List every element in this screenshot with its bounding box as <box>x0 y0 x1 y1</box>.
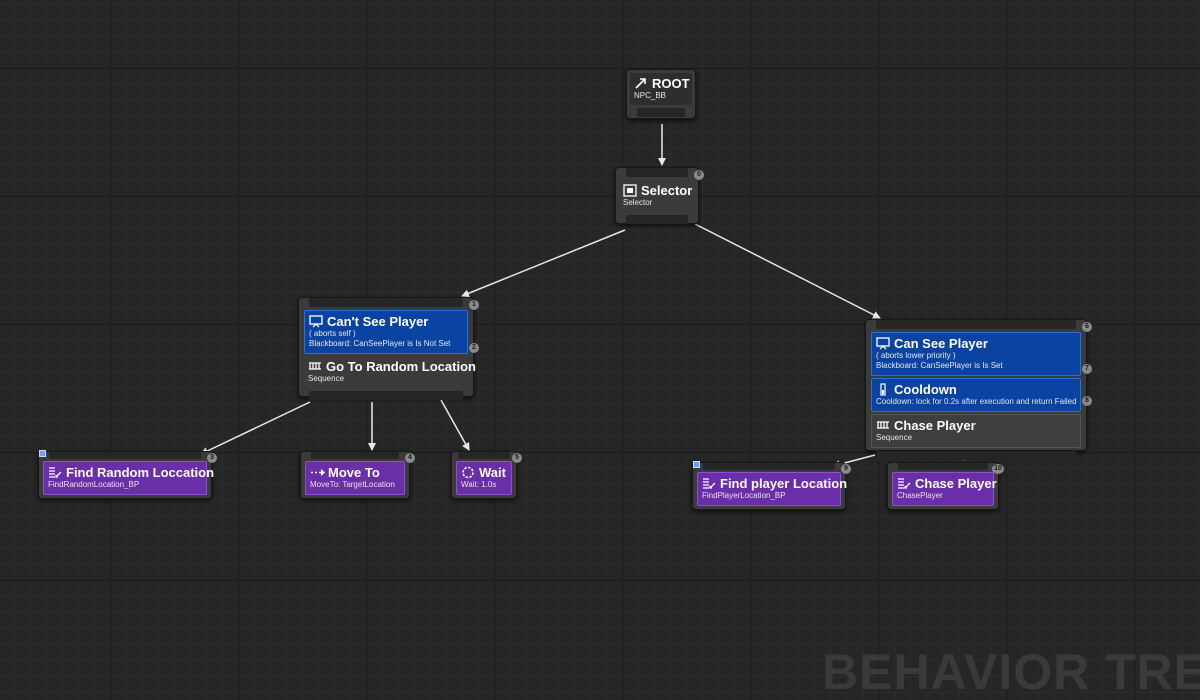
move-to-subtitle: MoveTo: TargetLocation <box>310 480 395 489</box>
selector-output-pin[interactable] <box>626 215 688 224</box>
right-output-pin[interactable] <box>876 451 1076 460</box>
task-list-icon <box>702 477 716 490</box>
wait-title: Wait <box>479 465 506 480</box>
monitor-icon <box>309 315 323 328</box>
root-node[interactable]: ROOT NPC_BB <box>626 69 696 119</box>
wait-subtitle: Wait: 1.0s <box>461 480 497 489</box>
wire-left-find-random <box>200 401 311 455</box>
behavior-tree-watermark: BEHAVIOR TREE <box>822 644 1200 700</box>
sequence-icon <box>308 360 322 373</box>
wire-left-wait <box>440 399 470 451</box>
find-player-subtitle: FindPlayerLocation_BP <box>702 491 786 500</box>
breakpoint-flag <box>693 461 700 468</box>
go-to-random-location-subtitle: Sequence <box>308 374 345 383</box>
right-input-pin[interactable] <box>876 320 1076 329</box>
chase-player-task[interactable]: 10 Chase Player ChasePlayer <box>887 462 1004 510</box>
move-to-input-pin[interactable] <box>311 452 399 459</box>
chase-player-title: Chase Player <box>915 476 997 491</box>
root-subtitle: NPC_BB <box>634 91 667 100</box>
chase-player-index-badge: 10 <box>992 464 1004 474</box>
connection-wires <box>200 124 968 469</box>
can-see-player-index-badge: 7 <box>1082 364 1092 374</box>
move-to-index-badge: 4 <box>405 453 415 463</box>
find-player-input-pin[interactable] <box>703 463 835 470</box>
go-to-random-location-node[interactable]: 1 Can't See Player ( aborts self ) Black… <box>298 297 479 400</box>
selector-title: Selector <box>641 183 693 198</box>
can-see-player-condition: Blackboard: CanSeePlayer is Is Set <box>876 361 1003 370</box>
left-index-badge: 1 <box>469 300 479 310</box>
find-random-input-pin[interactable] <box>49 452 201 459</box>
task-list-icon <box>48 466 62 479</box>
left-output-pin[interactable] <box>309 391 463 400</box>
selector-node[interactable]: 0 Selector Selector <box>615 167 704 224</box>
right-index-badge: 6 <box>1082 322 1092 332</box>
cooldown-index-badge: 8 <box>1082 396 1092 406</box>
can-see-player-title: Can See Player <box>894 336 988 351</box>
selector-icon <box>623 184 637 197</box>
task-list-icon <box>897 477 911 490</box>
cooldown-title: Cooldown <box>894 382 957 397</box>
wait-spinner-icon <box>461 466 475 479</box>
monitor-icon <box>876 337 890 350</box>
cant-see-player-decorator[interactable]: Can't See Player ( aborts self ) Blackbo… <box>304 310 468 354</box>
cooldown-subtitle: Cooldown: lock for 0.2s after execution … <box>876 397 1077 406</box>
move-to-title: Move To <box>328 465 380 480</box>
find-random-subtitle: FindRandomLocation_BP <box>48 480 140 489</box>
chase-player-input-pin[interactable] <box>898 463 988 470</box>
cant-see-player-title: Can't See Player <box>327 314 429 329</box>
go-to-random-location-title: Go To Random Location <box>326 359 476 374</box>
selector-subtitle: Selector <box>623 198 653 207</box>
root-arrow-icon <box>634 77 648 90</box>
cooldown-icon <box>876 383 890 396</box>
selector-input-pin[interactable] <box>626 168 688 177</box>
cooldown-decorator[interactable]: Cooldown Cooldown: lock for 0.2s after e… <box>871 378 1081 412</box>
wait-task[interactable]: 5 Wait Wait: 1.0s <box>451 451 522 499</box>
find-random-location-task[interactable]: 3 Find Random Loccation FindRandomLocati… <box>38 450 217 499</box>
cant-see-player-aborts: ( aborts self ) <box>309 329 356 338</box>
can-see-player-aborts: ( aborts lower priority ) <box>876 351 956 360</box>
root-title: ROOT <box>652 76 690 91</box>
chase-player-sequence-subtitle: Sequence <box>876 433 913 442</box>
move-arrow-icon <box>310 466 325 479</box>
find-player-title: Find player Location <box>720 476 848 491</box>
can-see-player-decorator[interactable]: Can See Player ( aborts lower priority )… <box>871 332 1081 376</box>
find-player-location-task[interactable]: 9 Find player Location FindPlayerLocatio… <box>692 461 851 510</box>
sequence-icon <box>876 419 890 432</box>
chase-player-sequence-node[interactable]: 6 Can See Player ( aborts lower priority… <box>865 319 1092 460</box>
left-input-pin[interactable] <box>309 298 463 307</box>
find-player-index-badge: 9 <box>841 464 851 474</box>
selector-index-badge: 0 <box>694 170 704 180</box>
wait-input-pin[interactable] <box>458 452 510 459</box>
chase-player-subtitle: ChasePlayer <box>897 491 943 500</box>
root-output-pin[interactable] <box>637 108 685 117</box>
wire-selector-left <box>461 229 626 298</box>
cant-see-player-index-badge: 2 <box>469 343 479 353</box>
wait-index-badge: 5 <box>512 453 522 463</box>
chase-player-sequence-title: Chase Player <box>894 418 976 433</box>
cant-see-player-condition: Blackboard: CanSeePlayer is Is Not Set <box>309 339 451 348</box>
find-random-title: Find Random Loccation <box>66 465 215 480</box>
breakpoint-flag <box>39 450 46 457</box>
find-random-index-badge: 3 <box>207 453 217 463</box>
move-to-task[interactable]: 4 Move To MoveTo: TargetLocation <box>300 451 415 499</box>
wire-selector-right <box>694 223 881 319</box>
